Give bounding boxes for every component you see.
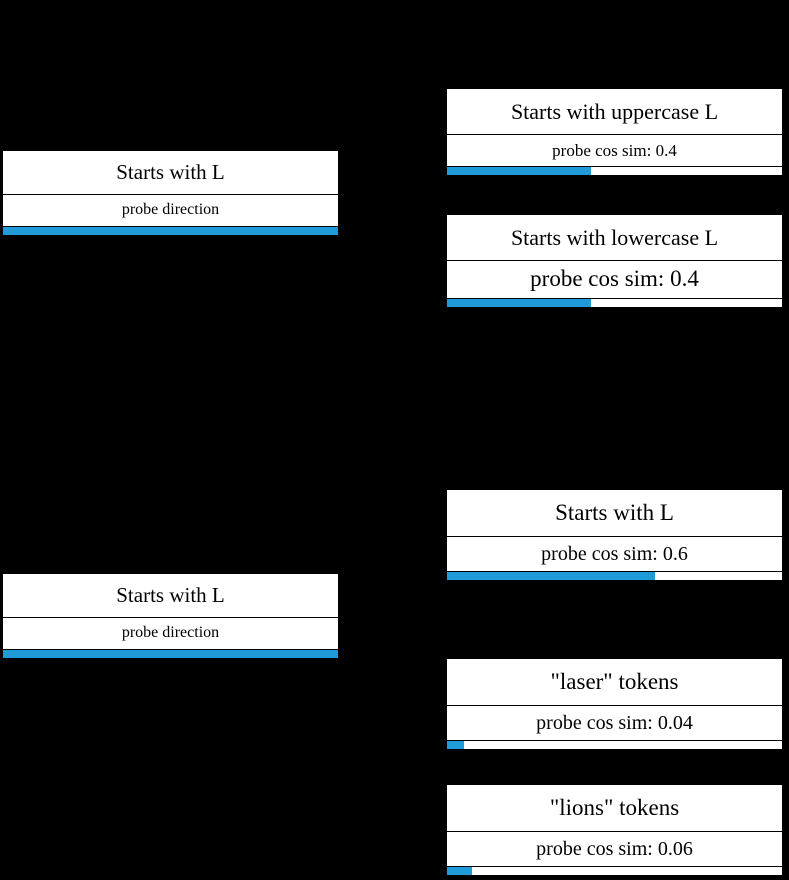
probe-bar-fill [447, 572, 655, 580]
card-title: "lions" tokens [446, 784, 783, 832]
probe-bar-track [2, 650, 339, 659]
cos-sim-card-lions-tokens: "lions" tokens probe cos sim: 0.06 [446, 784, 783, 876]
probe-bar-track [446, 867, 783, 876]
cos-sim-card-starts-with-l: Starts with L probe cos sim: 0.6 [446, 489, 783, 581]
card-title: Starts with uppercase L [446, 88, 783, 135]
card-subtitle: probe direction [2, 195, 339, 227]
card-title: Starts with L [2, 573, 339, 618]
cos-sim-card-laser-tokens: "laser" tokens probe cos sim: 0.04 [446, 658, 783, 750]
probe-bar-track [446, 167, 783, 176]
cos-sim-card-lowercase-l: Starts with lowercase L probe cos sim: 0… [446, 214, 783, 308]
probe-bar-fill [3, 650, 338, 658]
probe-bar-fill [447, 299, 592, 307]
probe-bar-fill [3, 227, 338, 235]
card-subtitle: probe cos sim: 0.06 [446, 832, 783, 867]
card-subtitle: probe cos sim: 0.6 [446, 537, 783, 572]
card-subtitle: probe cos sim: 0.4 [446, 261, 783, 299]
card-title: Starts with lowercase L [446, 214, 783, 261]
probe-bar-fill [447, 167, 592, 175]
probe-bar-track [446, 741, 783, 750]
probe-bar-track [446, 299, 783, 308]
card-subtitle: probe direction [2, 618, 339, 650]
card-title: "laser" tokens [446, 658, 783, 706]
probe-bar-track [2, 227, 339, 236]
card-subtitle: probe cos sim: 0.04 [446, 706, 783, 741]
probe-bar-track [446, 572, 783, 581]
probe-bar-fill [447, 741, 464, 749]
card-title: Starts with L [446, 489, 783, 537]
cos-sim-card-uppercase-l: Starts with uppercase L probe cos sim: 0… [446, 88, 783, 176]
card-subtitle: probe cos sim: 0.4 [446, 135, 783, 167]
card-title: Starts with L [2, 150, 339, 195]
probe-direction-card-bottom: Starts with L probe direction [2, 573, 339, 659]
probe-bar-fill [447, 867, 473, 875]
probe-direction-card-top: Starts with L probe direction [2, 150, 339, 236]
